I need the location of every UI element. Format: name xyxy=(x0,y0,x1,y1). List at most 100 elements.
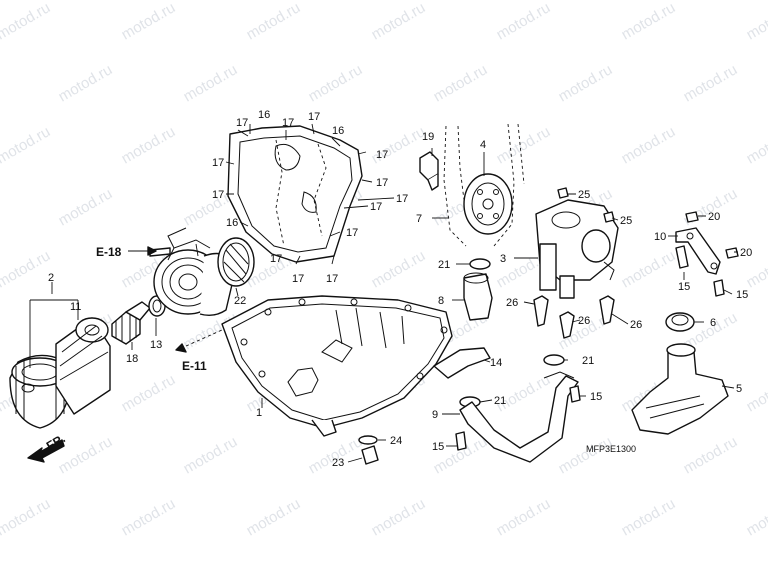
oil-pump-sprocket-4 xyxy=(463,173,513,235)
watermark-text: motod.ru xyxy=(119,123,179,167)
watermark-text: motod.ru xyxy=(306,433,366,477)
callout-5: 5 xyxy=(736,383,742,395)
callout-16-a: 16 xyxy=(258,109,270,121)
callout-17-c: 17 xyxy=(308,111,320,123)
crankcase-cover-gasket xyxy=(227,125,363,263)
watermark-text: motod.ru xyxy=(494,0,554,43)
watermark-text: motod.ru xyxy=(181,61,241,105)
watermark-text: motod.ru xyxy=(744,0,768,43)
watermark-text: motod.ru xyxy=(619,0,679,43)
oil-pan-1 xyxy=(221,295,453,437)
callout-2: 2 xyxy=(48,272,54,284)
callout-17-g: 17 xyxy=(212,189,224,201)
bolts-26 xyxy=(533,295,615,339)
watermark-text: motod.ru xyxy=(119,495,179,539)
watermark-text: motod.ru xyxy=(0,495,53,539)
watermark-text: motod.ru xyxy=(0,247,53,291)
watermark-text: motod.ru xyxy=(619,495,679,539)
bolts-25 xyxy=(557,187,615,223)
callout-25-a: 25 xyxy=(578,189,590,201)
watermark-text: motod.ru xyxy=(494,495,554,539)
callout-18: 18 xyxy=(126,353,138,365)
callout-21-b: 21 xyxy=(582,355,594,367)
callout-7: 7 xyxy=(416,213,422,225)
ref-label-e18: E-18 xyxy=(96,245,122,259)
callout-17-f: 17 xyxy=(376,177,388,189)
callout-19: 19 xyxy=(422,131,434,143)
watermark-text: motod.ru xyxy=(244,0,304,43)
callout-15-c: 15 xyxy=(678,281,690,293)
washer-24 xyxy=(358,435,378,445)
callout-11: 11 xyxy=(70,301,81,313)
callout-26-c: 26 xyxy=(630,319,642,331)
watermark-text: motod.ru xyxy=(119,0,179,43)
callout-17-b: 17 xyxy=(282,117,294,129)
watermark-text: motod.ru xyxy=(494,123,554,167)
callout-17-k: 17 xyxy=(270,253,282,265)
pipe-8 xyxy=(463,272,493,321)
callout-21-c: 21 xyxy=(494,395,506,407)
callout-22: 22 xyxy=(234,295,246,307)
callout-16-c: 16 xyxy=(226,217,238,229)
callout-6: 6 xyxy=(710,317,716,329)
callout-8: 8 xyxy=(438,295,444,307)
watermark-text: motod.ru xyxy=(681,61,741,105)
callout-21-a: 21 xyxy=(438,259,450,271)
gasket-22 xyxy=(217,237,255,287)
o-ring-21 xyxy=(459,258,565,408)
oil-pressure-switch-19 xyxy=(419,151,439,191)
callout-4: 4 xyxy=(480,139,486,151)
watermark-text: motod.ru xyxy=(369,495,429,539)
callout-20-b: 20 xyxy=(740,247,752,259)
watermark-text: motod.ru xyxy=(619,247,679,291)
ref-arrows xyxy=(128,246,223,353)
watermark-text: motod.ru xyxy=(369,247,429,291)
watermark-text: motod.ru xyxy=(56,185,116,229)
callout-17-j: 17 xyxy=(346,227,358,239)
callout-17-a: 17 xyxy=(236,117,248,129)
callout-17-h: 17 xyxy=(396,193,408,205)
callout-17-i: 17 xyxy=(370,201,382,213)
oil-strainer-5 xyxy=(631,343,729,435)
callout-23: 23 xyxy=(332,457,344,469)
watermark-text: motod.ru xyxy=(244,495,304,539)
callout-10: 10 xyxy=(654,231,666,243)
watermark-text: motod.ru xyxy=(744,495,768,539)
callout-25-b: 25 xyxy=(620,215,632,227)
drain-bolt-23 xyxy=(361,445,379,465)
callout-24: 24 xyxy=(390,435,402,447)
callout-15-a: 15 xyxy=(590,391,602,403)
ref-label-e11: E-11 xyxy=(182,359,207,373)
watermark-text: motod.ru xyxy=(119,371,179,415)
union-bolt-18 xyxy=(111,301,151,345)
watermark-text: motod.ru xyxy=(556,433,616,477)
callout-17-d: 17 xyxy=(376,149,388,161)
callout-17-e: 17 xyxy=(212,157,224,169)
watermark-text: motod.ru xyxy=(619,123,679,167)
watermark-text: motod.ru xyxy=(744,123,768,167)
callout-20-a: 20 xyxy=(708,211,720,223)
watermark-text: motod.ru xyxy=(431,61,491,105)
watermark-text: motod.ru xyxy=(0,0,53,43)
callout-1: 1 xyxy=(256,407,262,419)
oil-pump-3 xyxy=(535,199,619,299)
callout-labels: 2 11 18 13 13 22 1 17 16 17 17 16 17 17 … xyxy=(48,109,752,469)
oil-pump-chain-7 xyxy=(443,123,525,247)
watermark-text: motod.ru xyxy=(0,123,53,167)
diagram-code: MFP3E1300 xyxy=(586,444,636,454)
oil-filter-element-11 xyxy=(55,317,111,415)
callout-9: 9 xyxy=(432,409,438,421)
callout-14: 14 xyxy=(490,357,502,369)
watermark-text: motod.ru xyxy=(369,0,429,43)
callout-15-b: 15 xyxy=(432,441,444,453)
watermark-text: motod.ru xyxy=(744,371,768,415)
callout-15-d: 15 xyxy=(736,289,748,301)
stay-10 xyxy=(675,227,721,275)
front-arrow-icon xyxy=(27,439,65,463)
watermark-text: motod.ru xyxy=(181,433,241,477)
oil-pipe-9 xyxy=(459,371,579,463)
watermark-text: motod.ru xyxy=(56,61,116,105)
